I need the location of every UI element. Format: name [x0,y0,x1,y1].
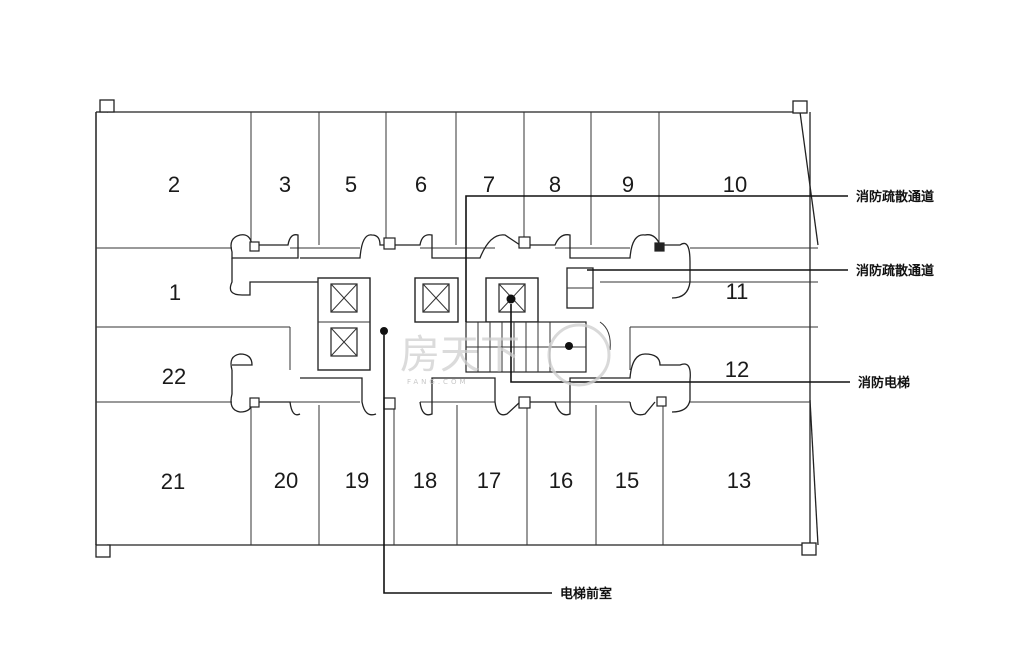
small-columns [249,236,667,410]
watermark-logo: 房天下 FANG.COM [400,323,611,387]
room-number: 16 [549,468,573,493]
room-number: 21 [161,469,185,494]
leader-lines [383,195,850,594]
room-number: 7 [483,172,495,197]
elevator-lobby-dot [380,327,388,335]
room-number: 3 [279,172,291,197]
fire-exit-label-1: 消防疏散通道 [856,189,934,205]
elevator-lobby-label: 电梯前室 [560,586,612,602]
bottom-partitions [96,401,810,545]
stair-treads [466,322,586,372]
room-number: 17 [477,468,501,493]
room-number: 12 [725,357,749,382]
room-number: 2 [168,172,180,197]
room-number: 1 [169,280,181,305]
room-number: 9 [622,172,634,197]
elevator-core-left [317,277,371,371]
room-number: 11 [726,279,749,304]
watermark-sub: FANG.COM [407,378,469,386]
corner-columns [95,99,817,558]
room-number: 18 [413,468,437,493]
fire-elevator-dot [506,294,516,304]
side-partitions [96,281,818,370]
stair-dot [565,342,573,350]
room-number: 15 [615,468,639,493]
room-number: 8 [549,172,561,197]
room-number: 20 [274,468,298,493]
room-number: 22 [162,364,186,389]
watermark-text: 房天下 [400,332,520,378]
corridors [229,234,691,416]
room-numbers: 2 3 5 6 7 8 9 10 1 11 22 12 21 20 19 18 … [161,172,751,494]
room-number: 13 [727,468,751,493]
top-partitions [96,112,818,249]
room-number: 10 [723,172,747,197]
room-number: 19 [345,468,369,493]
fire-exit-label-2: 消防疏散通道 [856,263,934,279]
outer-walls [95,111,819,546]
room-number: 5 [345,172,357,197]
room-number: 6 [415,172,427,197]
fire-elevator-label: 消防电梯 [858,375,910,391]
